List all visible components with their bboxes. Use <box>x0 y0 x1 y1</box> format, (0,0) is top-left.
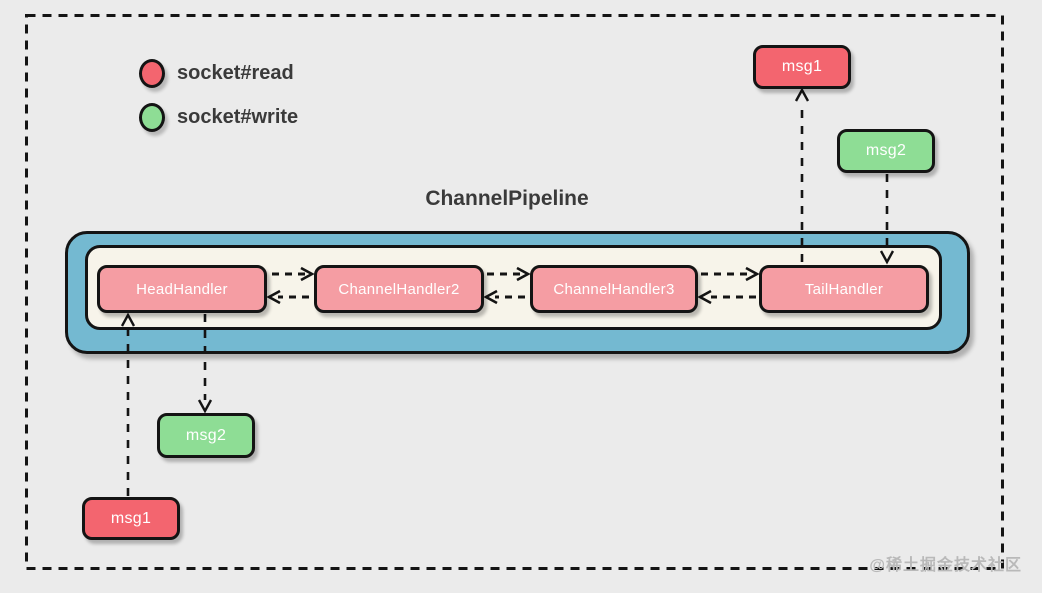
node-channel-handler2: ChannelHandler2 <box>314 265 484 313</box>
node-msg1-bottom-label: msg1 <box>110 509 152 527</box>
node-head-handler-label: HeadHandler <box>136 280 228 298</box>
node-channel-handler3: ChannelHandler3 <box>530 265 698 313</box>
node-msg1-top: msg1 <box>753 45 851 89</box>
node-msg2-bottom-label: msg2 <box>185 426 227 444</box>
pipeline-title: ChannelPipeline <box>425 187 589 210</box>
node-msg2-bottom: msg2 <box>157 413 255 458</box>
node-msg2-top-label: msg2 <box>865 142 907 159</box>
arrow-head-to-msg2-tip <box>197 399 213 414</box>
node-head-handler: HeadHandler <box>97 265 267 313</box>
node-channel-handler2-label: ChannelHandler2 <box>338 280 460 298</box>
node-msg1-bottom: msg1 <box>82 497 180 540</box>
node-channel-handler3-label: ChannelHandler3 <box>553 280 675 298</box>
legend-label-socket-write: socket#write <box>177 106 299 128</box>
socket-write-circle-icon <box>139 103 165 132</box>
node-tail-handler: TailHandler <box>759 265 929 313</box>
arrow-tail-to-msg1-tip <box>794 87 810 102</box>
node-tail-handler-label: TailHandler <box>804 280 884 298</box>
legend-label-socket-read: socket#read <box>177 62 294 84</box>
socket-read-circle-icon <box>139 59 165 88</box>
node-msg2-top: msg2 <box>837 129 935 173</box>
watermark: @稀土掘金技术社区 <box>869 557 1022 574</box>
node-msg1-top-label: msg1 <box>781 58 823 75</box>
